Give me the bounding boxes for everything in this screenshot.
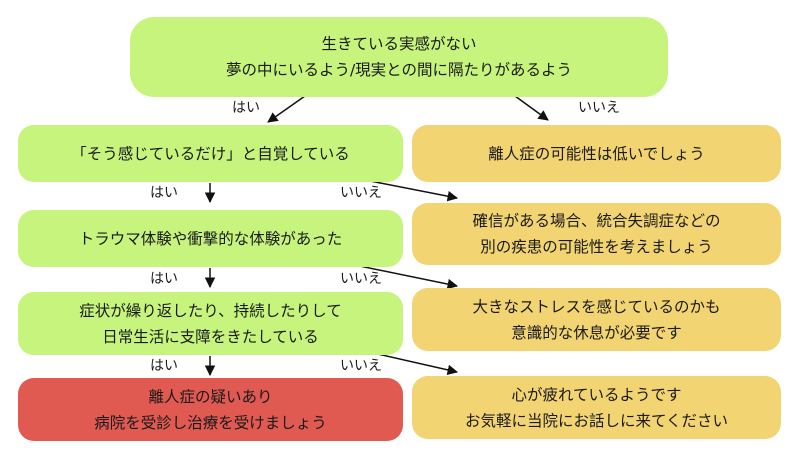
start-line2: 夢の中にいるよう/現実との間に隔たりがあるよう bbox=[225, 61, 573, 79]
result-stress-line1: 大きなストレスを感じているのかも bbox=[472, 297, 721, 316]
arrow-q1-no bbox=[364, 179, 459, 202]
result-stress-line2: 意識的な休息が必要です bbox=[511, 323, 682, 342]
result-tired-line2: お気軽に当院にお話しに来てください bbox=[464, 411, 729, 430]
result-tired-box: 心が疲れているようです お気軽に当院にお話しに来てください bbox=[412, 376, 781, 439]
result-low-box: 離人症の可能性は低いでしょう bbox=[412, 125, 781, 182]
result-other-line1: 確信がある場合、統合失調症などの bbox=[472, 212, 721, 230]
result-suspect-line2: 病院を受診し治療を受けましょう bbox=[94, 413, 327, 432]
question-3-line2: 日常生活に支障をきたしている bbox=[102, 327, 319, 346]
start-yes-label: はい bbox=[232, 100, 260, 116]
result-low-text: 離人症の可能性は低いでしょう bbox=[488, 144, 705, 163]
question-2-box: トラウマ体験や衝撃的な体験があった bbox=[18, 210, 403, 267]
arrow-start-no bbox=[514, 95, 549, 121]
question-1-text: 「そう感じているだけ」と自覚している bbox=[71, 144, 350, 163]
start-no-label: いいえ bbox=[578, 100, 620, 116]
question-3-box: 症状が繰り返したり、持続したりして 日常生活に支障をきたしている bbox=[18, 292, 403, 355]
arrow-q2-no bbox=[349, 263, 459, 290]
question-3-line1: 症状が繰り返したり、持続したりして bbox=[79, 301, 342, 320]
result-tired-line1: 心が疲れているようです bbox=[511, 385, 682, 404]
q2-no-label: いいえ bbox=[340, 271, 382, 287]
q1-no-label: いいえ bbox=[340, 185, 382, 201]
arrow-start-yes bbox=[267, 95, 306, 123]
result-stress-box: 大きなストレスを感じているのかも 意識的な休息が必要です bbox=[412, 288, 781, 351]
start-line1: 生きている実感がない bbox=[321, 35, 477, 53]
q3-no-label: いいえ bbox=[340, 358, 382, 374]
start-box: 生きている実感がない 夢の中にいるよう/現実との間に隔たりがあるよう bbox=[130, 17, 668, 97]
question-1-box: 「そう感じているだけ」と自覚している bbox=[18, 125, 403, 182]
q1-yes-label: はい bbox=[150, 185, 178, 201]
result-other-box: 確信がある場合、統合失調症などの 別の疾患の可能性を考えましょう bbox=[412, 203, 781, 265]
q3-yes-label: はい bbox=[150, 358, 178, 374]
result-other-line2: 別の疾患の可能性を考えましょう bbox=[480, 238, 713, 256]
result-suspect-line1: 離人症の疑いあり bbox=[148, 387, 273, 406]
question-2-text: トラウマ体験や衝撃的な体験があった bbox=[78, 229, 343, 248]
q2-yes-label: はい bbox=[150, 271, 178, 287]
result-suspect-box: 離人症の疑いあり 病院を受診し治療を受けましょう bbox=[18, 378, 403, 441]
